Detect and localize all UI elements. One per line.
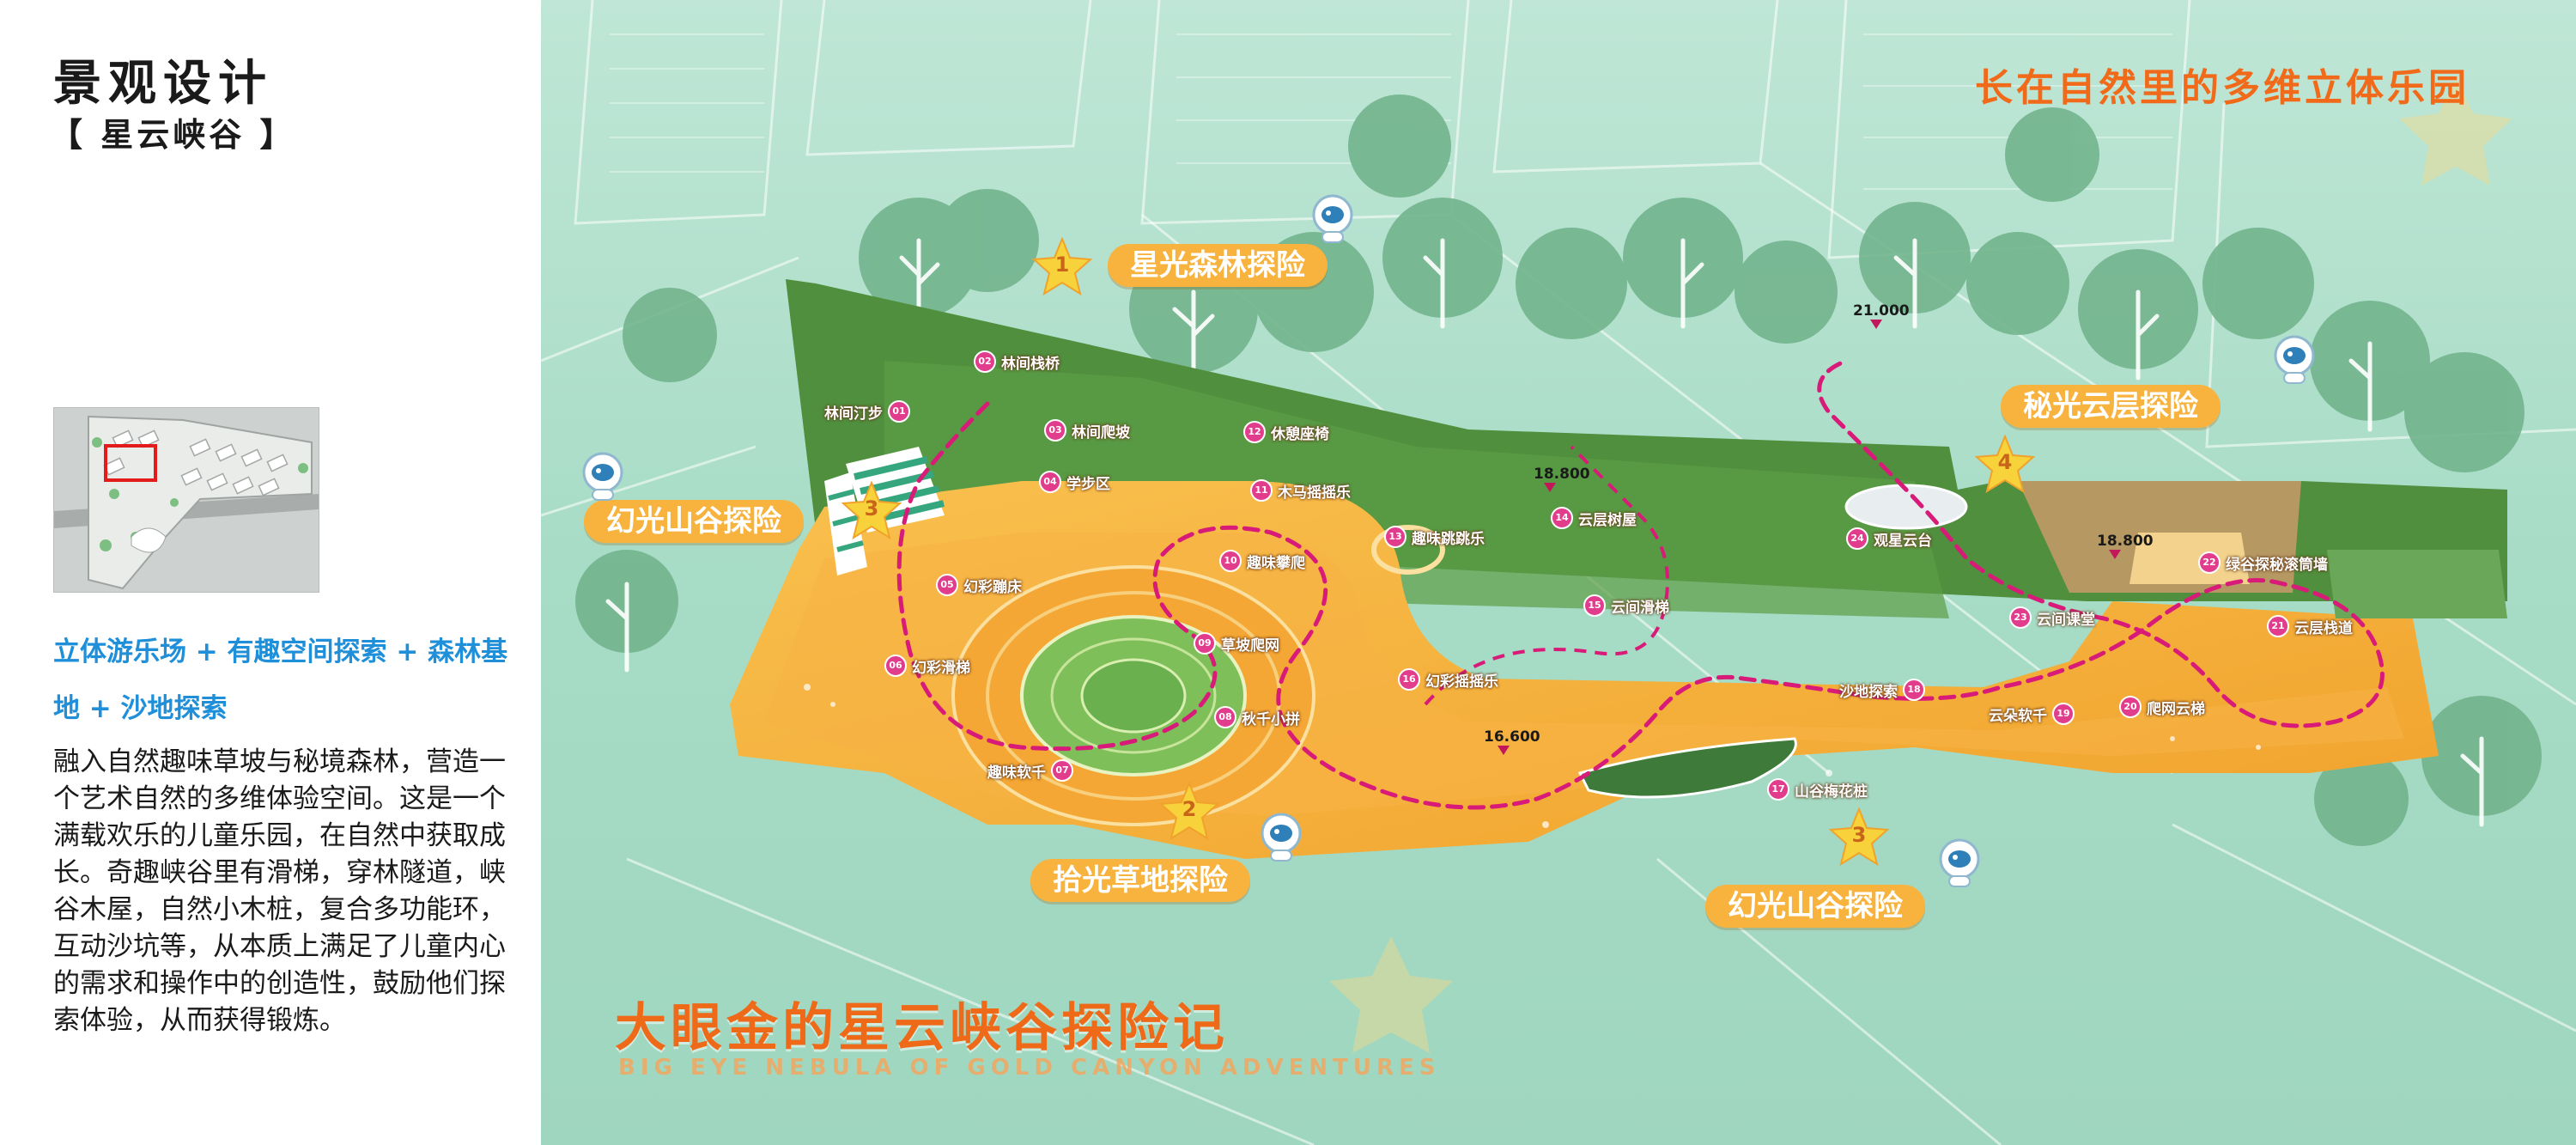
mascot-astronaut-icon — [1932, 833, 1987, 888]
poi-20: 20 爬网云梯 — [2119, 696, 2205, 718]
zone-star-icon-2: 2 — [1159, 782, 1219, 842]
zone-banner-2: 拾光草地探险 — [1030, 859, 1250, 902]
story-title: 大眼金的星云峡谷探险记 — [615, 998, 1229, 1058]
mascot-astronaut-icon — [2267, 330, 2322, 385]
mascot-astronaut-icon — [1305, 189, 1360, 244]
poi-12: 12 休憩座椅 — [1243, 421, 1329, 443]
site-location-minimap — [53, 407, 319, 593]
poi-18: 沙地探索 18 — [1839, 679, 1925, 701]
slogan-text: 长在自然里的多维立体乐园 — [1975, 66, 2470, 110]
poi-13: 13 趣味跳跳乐 — [1384, 526, 1485, 548]
page-subtitle: 【 星云峡谷 】 — [50, 115, 296, 154]
page-title: 景观设计 — [53, 55, 273, 112]
elevation-marker-icon — [1498, 746, 1510, 755]
mascot-astronaut-icon — [1254, 807, 1309, 862]
zone-banner-3: 幻光山谷探险 — [584, 500, 804, 543]
poi-22: 22 绿谷探秘滚筒墙 — [2198, 551, 2328, 574]
elevation-marker-icon — [1544, 483, 1556, 492]
poi-02: 02 林间栈桥 — [974, 350, 1060, 373]
zone-banner-5: 幻光山谷探险 — [1705, 885, 1925, 928]
feature-headline: 立体游乐场 + 有趣空间探索 + 森林基地 + 沙地探索 — [53, 636, 508, 724]
info-panel: 景观设计 【 星云峡谷 】 — [0, 0, 541, 1145]
poi-19: 云朵软千 19 — [1989, 703, 2075, 725]
zone-star-icon-4: 4 — [1975, 435, 2035, 495]
poi-11: 11 木马摇摇乐 — [1250, 479, 1351, 502]
elevation-marker-icon — [1870, 320, 1882, 329]
poi-23: 23 云间课堂 — [2009, 606, 2095, 629]
poi-05: 05 幻彩蹦床 — [936, 574, 1022, 596]
design-description: 融入自然趣味草坡与秘境森林，营造一个艺术自然的多维体验空间。这是一个满载欢乐的儿… — [53, 746, 506, 1036]
poi-07: 趣味软千 07 — [987, 759, 1073, 782]
elevation-label: 18.800 — [2097, 533, 2154, 550]
poi-04: 04 学步区 — [1039, 471, 1110, 493]
poi-08: 08 秋千小拼 — [1214, 706, 1300, 728]
zone-banner-4: 秘光云层探险 — [2001, 385, 2221, 428]
elevation-label: 16.600 — [1484, 728, 1540, 746]
poi-06: 06 幻彩滑梯 — [884, 655, 970, 677]
mascot-astronaut-icon — [575, 447, 630, 502]
poi-16: 16 幻彩摇摇乐 — [1398, 668, 1498, 691]
poi-24: 24 观星云台 — [1846, 527, 1932, 550]
poi-09: 09 草坡爬网 — [1194, 632, 1279, 655]
zone-star-icon-3: 3 — [841, 481, 902, 541]
zone-banner-1: 星光森林探险 — [1108, 244, 1327, 287]
landscape-plan-map: 长在自然里的多维立体乐园 星光森林探险 拾光草地探险 幻光山谷探险 秘光云层探险… — [541, 0, 2576, 1145]
poi-21: 21 云层栈道 — [2267, 615, 2353, 637]
minimap-graphic — [54, 408, 319, 592]
poi-10: 10 趣味攀爬 — [1219, 550, 1305, 572]
poi-17: 17 山谷梅花桩 — [1767, 778, 1868, 801]
poi-03: 03 林间爬坡 — [1044, 419, 1130, 442]
poi-14: 14 云层树屋 — [1551, 507, 1637, 529]
story-subtitle: BIG EYE NEBULA OF GOLD CANYON ADVENTURES — [618, 1055, 1441, 1081]
elevation-label: 21.000 — [1853, 302, 1910, 320]
elevation-label: 18.800 — [1534, 466, 1590, 483]
elevation-marker-icon — [2109, 550, 2121, 559]
zone-star-icon-5: 3 — [1829, 807, 1889, 868]
zone-star-icon-1: 1 — [1032, 237, 1092, 297]
poi-15: 15 云间滑梯 — [1583, 594, 1669, 617]
poi-01: 林间汀步 01 — [824, 400, 910, 423]
map-base-graphic — [541, 0, 2576, 1145]
